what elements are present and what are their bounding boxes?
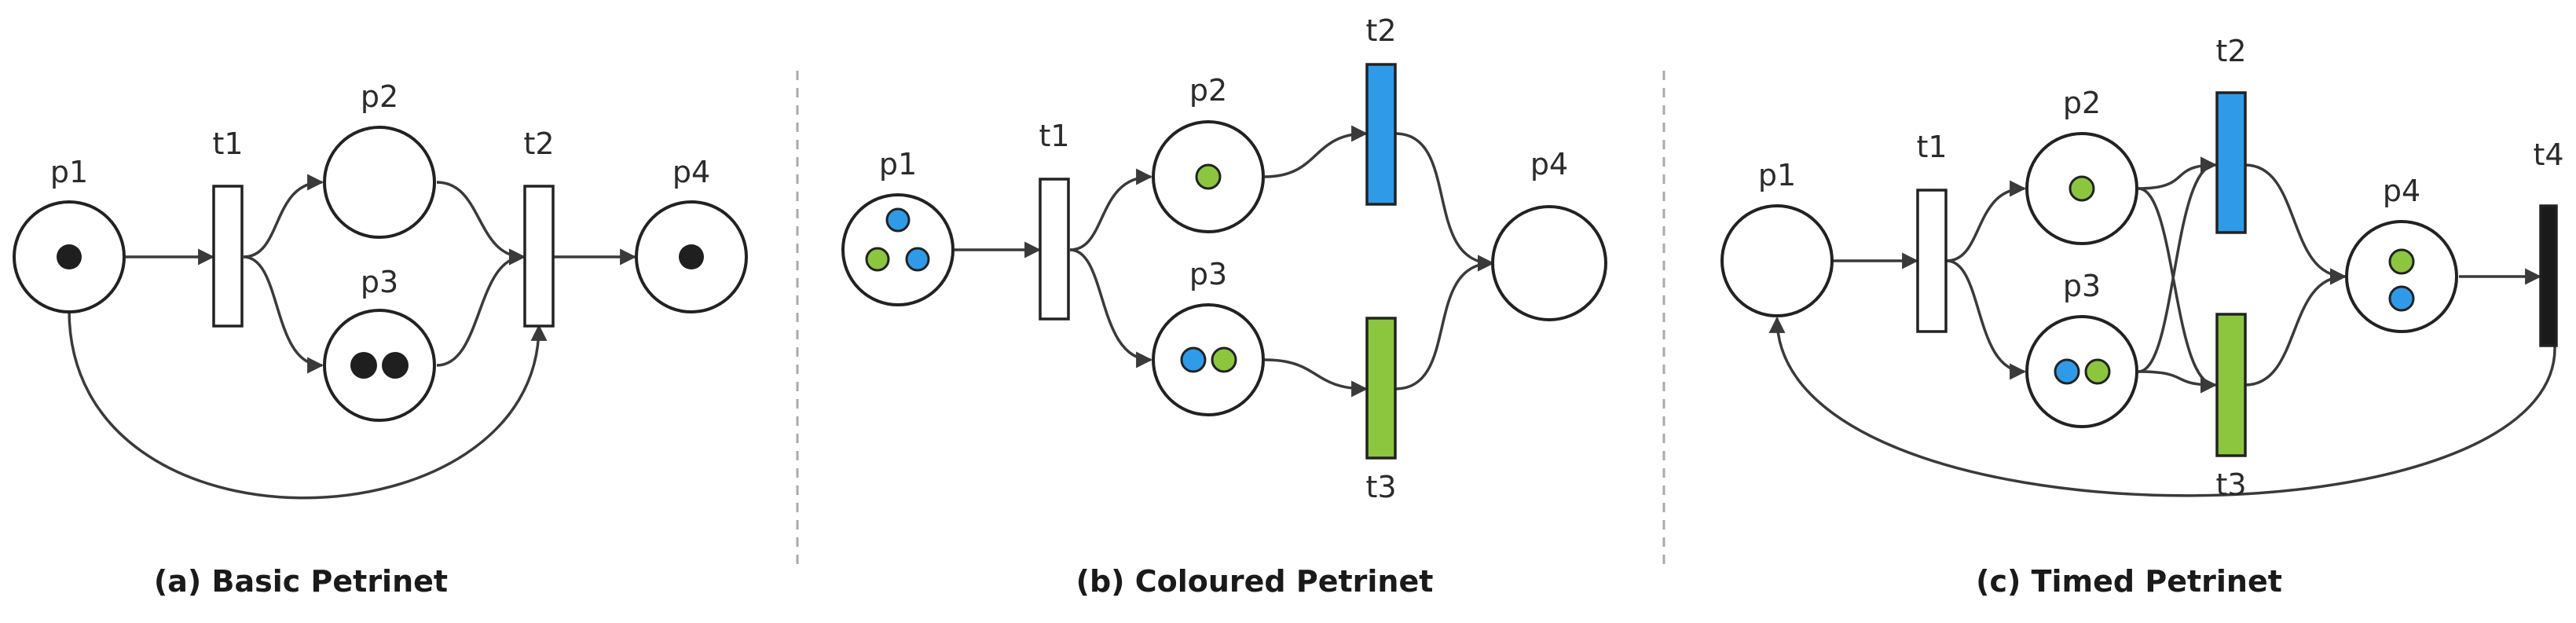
token-blue	[885, 207, 911, 233]
place-p1	[841, 193, 955, 306]
arc-p2-t2	[436, 181, 526, 266]
panel-basic-petrinet: p1 t1 p2 p3 t2 p4 (a) Basic Petrinet	[13, 79, 748, 599]
transition-t2	[2215, 91, 2247, 234]
arc-p2-t3	[2138, 187, 2218, 394]
label-p3: p3	[1189, 257, 1227, 291]
arc-t1-p2	[1946, 180, 2027, 262]
arc-t2-p4	[1394, 132, 1495, 272]
arc-t1-p3	[1069, 248, 1153, 368]
label-t4: t4	[2533, 137, 2563, 172]
place-p3	[323, 309, 436, 422]
place-p4	[1491, 205, 1607, 321]
caption-coloured-petrinet: (b) Coloured Petrinet	[1076, 564, 1434, 599]
place-p3	[1152, 303, 1265, 416]
label-p1: p1	[50, 155, 88, 189]
arc-t4-p1	[1768, 316, 2556, 497]
label-p2: p2	[361, 79, 398, 114]
label-t2: t2	[523, 126, 554, 161]
caption-basic-petrinet: (a) Basic Petrinet	[154, 564, 448, 599]
caption-timed-petrinet: (c) Timed Petrinet	[1976, 564, 2282, 599]
token-blue	[2388, 285, 2415, 312]
label-p2: p2	[2063, 86, 2101, 120]
label-t1: t1	[1916, 130, 1947, 164]
arc-t1-p3	[243, 255, 324, 374]
arc-p3-t2	[2138, 156, 2218, 373]
arc-t3-p4	[2244, 268, 2347, 387]
label-p1: p1	[879, 147, 917, 181]
arc-p3-t3	[1264, 358, 1369, 398]
token-green	[1195, 163, 1222, 190]
place-p2	[323, 126, 436, 239]
token-blue	[905, 247, 930, 272]
label-p1: p1	[1758, 158, 1796, 192]
panel-timed-petrinet: p1 t1 p2 p3 t2 t3 p4 t4 (c) Timed Petrin…	[1720, 34, 2564, 599]
transition-t3	[2215, 313, 2247, 457]
label-t2: t2	[2215, 34, 2246, 68]
token-black	[350, 352, 377, 379]
label-t1: t1	[1039, 119, 1069, 153]
transition-t1	[1916, 189, 1948, 333]
transition-t1	[212, 185, 244, 328]
place-p1	[1720, 204, 1834, 317]
arc-p1-t2	[68, 310, 548, 500]
transition-t2	[1365, 63, 1397, 206]
arc-p3-t2	[436, 248, 526, 367]
arc-t1-p2	[243, 174, 324, 258]
label-p4: p4	[2383, 174, 2420, 208]
label-t2: t2	[1365, 13, 1396, 48]
transition-t4	[2539, 204, 2558, 347]
arc-p3-t3	[2138, 370, 2218, 394]
token-black	[57, 244, 82, 269]
place-p3	[2025, 315, 2138, 428]
label-p3: p3	[361, 265, 398, 299]
token-green	[865, 247, 890, 272]
token-blue	[2054, 358, 2080, 385]
label-t3: t3	[2215, 467, 2246, 502]
panel-coloured-petrinet: p1 t1 p2 p3 t2 t3 p4 (b) Coloured Petrin…	[841, 13, 1607, 599]
transition-t2	[523, 185, 555, 328]
token-blue	[1180, 346, 1207, 373]
token-black	[382, 352, 409, 379]
label-p2: p2	[1189, 73, 1227, 108]
arc-t1-p3	[1946, 259, 2027, 380]
arc-t3-p4	[1394, 255, 1495, 390]
token-black	[679, 244, 704, 269]
arc-p2-t2	[2138, 156, 2218, 190]
token-green	[2084, 358, 2111, 385]
place-p4	[2345, 220, 2458, 333]
label-p3: p3	[2063, 269, 2101, 303]
arc-p2-t2	[1264, 125, 1369, 178]
transition-t3	[1365, 317, 1397, 460]
label-p4: p4	[672, 155, 710, 189]
token-green	[2388, 248, 2415, 275]
token-green	[1211, 346, 1237, 373]
transition-t1	[1039, 178, 1070, 321]
arc-t1-p2	[1069, 168, 1153, 251]
label-t3: t3	[1365, 470, 1396, 504]
token-green	[2068, 175, 2095, 202]
label-p4: p4	[1530, 147, 1568, 181]
label-t1: t1	[212, 126, 243, 161]
arc-t2-p4	[2244, 163, 2347, 285]
